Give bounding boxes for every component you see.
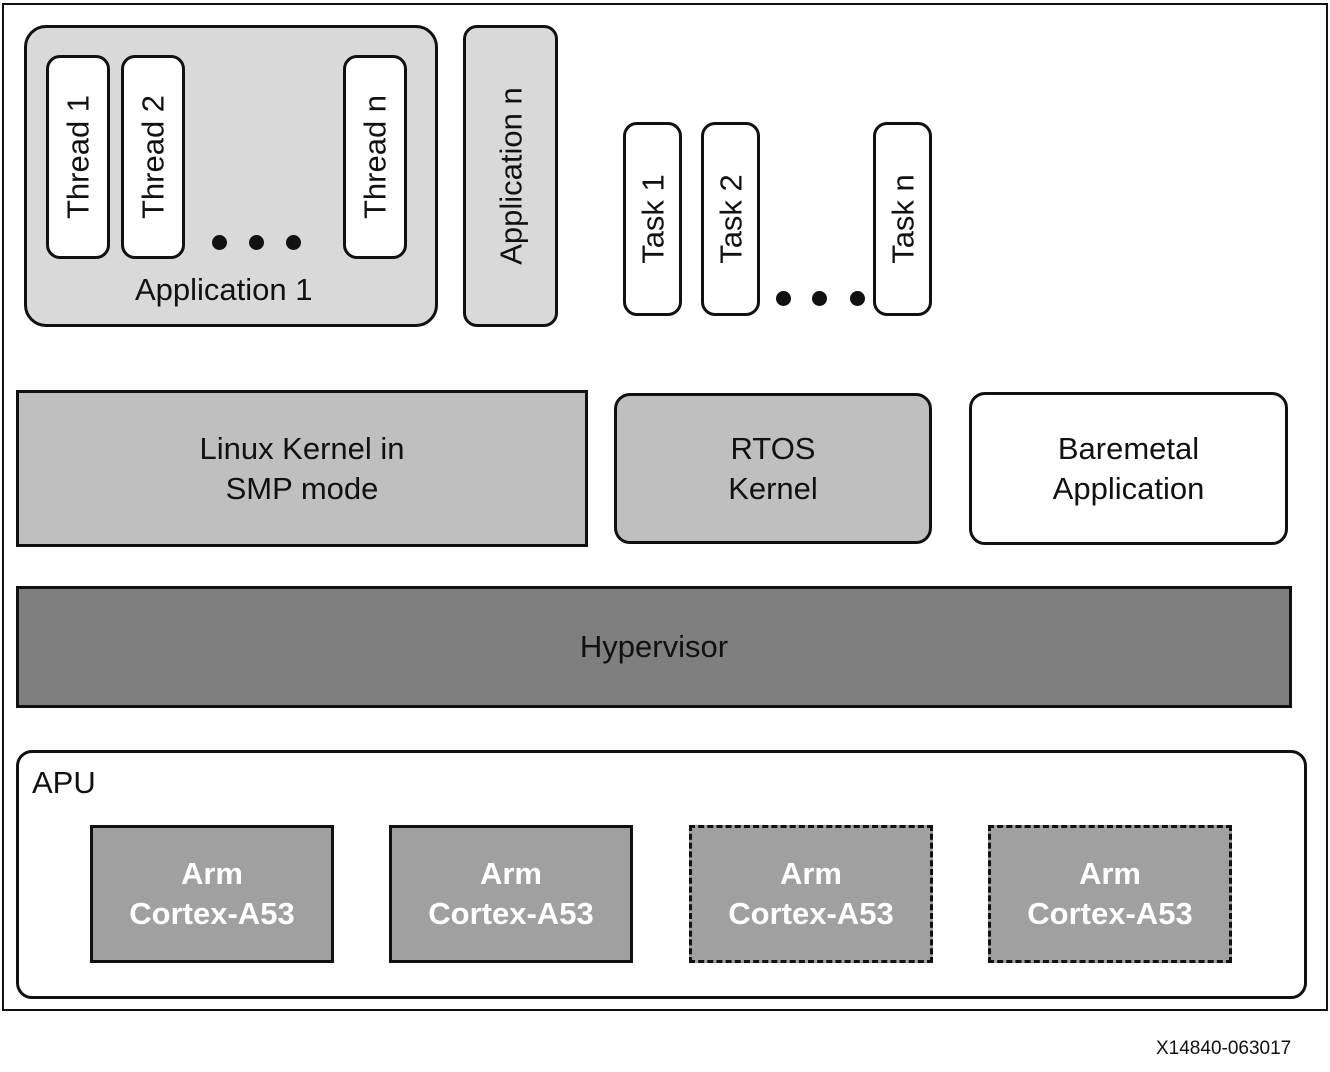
- cpu-core-box-optional: Arm Cortex-A53: [988, 825, 1232, 963]
- task-2-pill: Task 2: [701, 122, 760, 316]
- ellipsis-dot: [212, 235, 227, 250]
- task-1-label: Task 1: [635, 174, 670, 264]
- cpu-core-box-optional: Arm Cortex-A53: [689, 825, 933, 963]
- thread-2-pill: Thread 2: [121, 55, 185, 259]
- linux-kernel-box: Linux Kernel in SMP mode: [16, 390, 588, 547]
- thread-n-label: Thread n: [357, 94, 393, 220]
- baremetal-application-box: Baremetal Application: [969, 392, 1288, 545]
- task-n-pill: Task n: [873, 122, 932, 316]
- application-n-label: Application n: [493, 87, 528, 265]
- application-n-box: Application n: [463, 25, 558, 327]
- thread-2-label: Thread 2: [135, 94, 171, 220]
- hypervisor-bar: Hypervisor: [16, 586, 1292, 708]
- ellipsis-dot: [286, 235, 301, 250]
- ellipsis-dot: [812, 291, 827, 306]
- task-2-label: Task 2: [713, 174, 748, 264]
- application-1-label: Application 1: [135, 272, 313, 307]
- thread-1-label: Thread 1: [60, 94, 96, 220]
- cpu-core-box: Arm Cortex-A53: [90, 825, 334, 963]
- task-1-pill: Task 1: [623, 122, 682, 316]
- thread-1-pill: Thread 1: [46, 55, 110, 259]
- ellipsis-dot: [850, 291, 865, 306]
- ellipsis-dot: [776, 291, 791, 306]
- ellipsis-dot: [249, 235, 264, 250]
- rtos-kernel-box: RTOS Kernel: [614, 393, 932, 544]
- apu-label: APU: [32, 765, 96, 800]
- figure-code: X14840-063017: [1156, 1038, 1292, 1059]
- cpu-core-box: Arm Cortex-A53: [389, 825, 633, 963]
- task-n-label: Task n: [885, 174, 920, 264]
- thread-n-pill: Thread n: [343, 55, 407, 259]
